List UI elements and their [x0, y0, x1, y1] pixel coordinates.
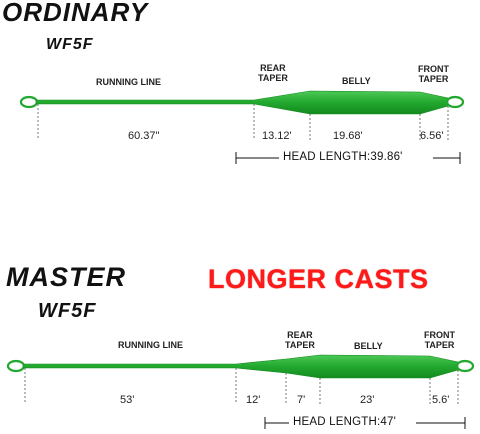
master-rear-taper-label-line2: TAPER [285, 340, 315, 350]
master-fly-line-body [22, 354, 459, 379]
ordinary-front-loop [445, 95, 465, 109]
ordinary-front-taper-label: FRONT TAPER [418, 64, 449, 84]
ordinary-running-line-length: 60.37" [128, 130, 160, 142]
ordinary-belly-label: BELLY [342, 76, 371, 86]
master-running-line-label: RUNNING LINE [118, 340, 183, 350]
master-rear-taper-label: REAR TAPER [285, 330, 315, 350]
master-front-taper-label-line1: FRONT [424, 330, 455, 340]
ordinary-belly-length: 19.68' [333, 130, 363, 142]
ordinary-rear-taper-label-line2: TAPER [258, 73, 288, 83]
master-rear-taper-length: 7' [297, 394, 306, 406]
master-title: MASTER [6, 262, 126, 292]
ordinary-rear-taper-label-line1: REAR [260, 63, 286, 73]
master-rear-taper-label-line1: REAR [287, 330, 313, 340]
ordinary-head-length-bracket [235, 152, 461, 164]
ordinary-rear-taper-label: REAR TAPER [258, 63, 288, 83]
master-front-taper-label-line2: TAPER [424, 340, 455, 350]
master-belly-label: BELLY [354, 341, 383, 351]
master-front-taper-length: 5.6' [432, 394, 450, 406]
master-head-length-bracket [264, 417, 466, 429]
ordinary-rear-taper-length: 13.12' [262, 130, 292, 142]
ordinary-front-taper-label-line1: FRONT [418, 64, 449, 74]
ordinary-model: WF5F [46, 36, 94, 53]
ordinary-segment-dividers [37, 104, 449, 140]
master-head-length: HEAD LENGTH:47' [293, 416, 396, 428]
master-front-loop [455, 359, 475, 373]
ordinary-head-length: HEAD LENGTH:39.86' [283, 151, 403, 163]
master-front-taper-label: FRONT TAPER [424, 330, 455, 350]
master-model: WF5F [38, 300, 97, 322]
longer-casts-tagline: LONGER CASTS [208, 264, 429, 294]
ordinary-title: ORDINARY [2, 0, 149, 27]
master-belly-length: 23' [360, 394, 375, 406]
ordinary-front-taper-length: 6.56' [420, 130, 444, 142]
master-segment-dividers [24, 368, 459, 404]
ordinary-running-line-label: RUNNING LINE [96, 77, 161, 87]
master-extra-length: 12' [246, 394, 261, 406]
ordinary-front-taper-label-line2: TAPER [418, 74, 449, 84]
master-running-line-length: 53' [120, 394, 135, 406]
master-rear-loop [6, 359, 26, 373]
